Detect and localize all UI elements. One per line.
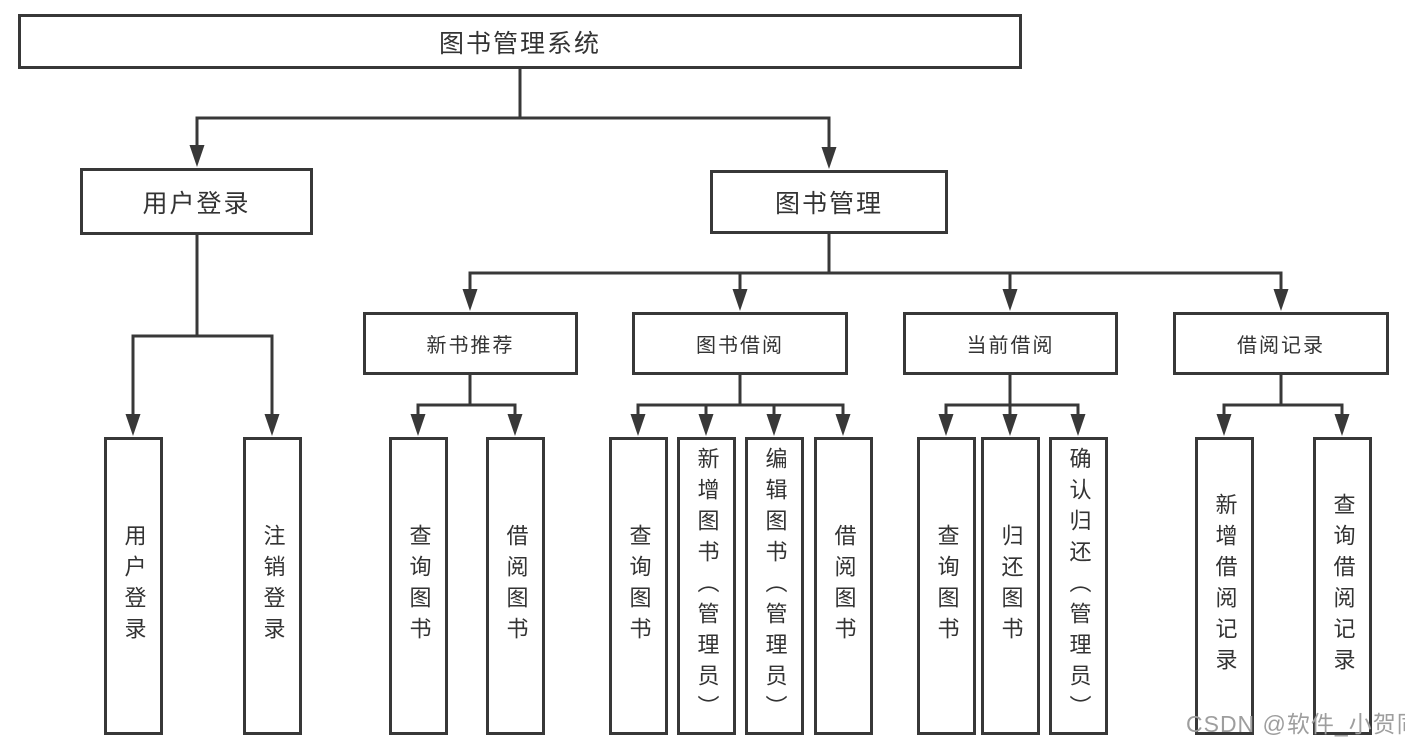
node-label: 图书借阅	[696, 335, 784, 357]
leaf-confirm-return-admin: 确认归还（管理员）	[1049, 437, 1108, 735]
node-current-borrowing: 当前借阅	[903, 312, 1118, 375]
node-borrowing-records: 借阅记录	[1173, 312, 1389, 375]
node-label: 用户登录	[121, 524, 147, 648]
leaf-user-login: 用户登录	[104, 437, 163, 735]
node-label: 归还图书	[998, 524, 1024, 648]
leaf-borrow-books-2: 借阅图书	[814, 437, 873, 735]
leaf-return-books: 归还图书	[981, 437, 1040, 735]
node-label: 用户登录	[142, 189, 251, 218]
leaf-query-borrow-record: 查询借阅记录	[1313, 437, 1372, 735]
leaf-logout-login: 注销登录	[243, 437, 302, 735]
node-user-login: 用户登录	[80, 168, 313, 235]
node-label: 借阅图书	[503, 524, 529, 648]
node-book-borrowing: 图书借阅	[632, 312, 848, 375]
node-label: 查询图书	[934, 524, 960, 648]
node-label: 图书管理	[774, 190, 883, 218]
node-label: 注销登录	[260, 524, 286, 648]
leaf-edit-book-admin: 编辑图书（管理员）	[745, 437, 804, 735]
node-label: 借阅记录	[1237, 335, 1325, 357]
node-label: 查询借阅记录	[1330, 493, 1356, 679]
node-new-book-recommendation: 新书推荐	[363, 312, 578, 375]
leaf-add-borrow-record: 新增借阅记录	[1195, 437, 1254, 735]
node-label: 新书推荐	[426, 335, 515, 357]
node-label: 确认归还（管理员）	[1066, 446, 1092, 726]
node-label: 当前借阅	[966, 335, 1055, 357]
node-label: 查询图书	[626, 524, 652, 648]
node-label: 新增借阅记录	[1212, 493, 1238, 679]
node-library-management-system: 图书管理系统	[18, 14, 1022, 69]
node-label: 借阅图书	[831, 524, 857, 648]
node-label: 图书管理系统	[438, 29, 601, 58]
watermark: CSDN @软件_小贺同学	[1186, 711, 1405, 737]
node-label: 新增图书（管理员）	[694, 446, 720, 726]
leaf-add-book-admin: 新增图书（管理员）	[677, 437, 736, 735]
node-label: 查询图书	[406, 524, 432, 648]
leaf-query-books-1: 查询图书	[389, 437, 448, 735]
node-label: 编辑图书（管理员）	[762, 446, 788, 726]
leaf-query-books-2: 查询图书	[609, 437, 668, 735]
leaf-query-books-3: 查询图书	[917, 437, 976, 735]
node-book-management: 图书管理	[710, 170, 948, 234]
leaf-borrow-books-1: 借阅图书	[486, 437, 545, 735]
